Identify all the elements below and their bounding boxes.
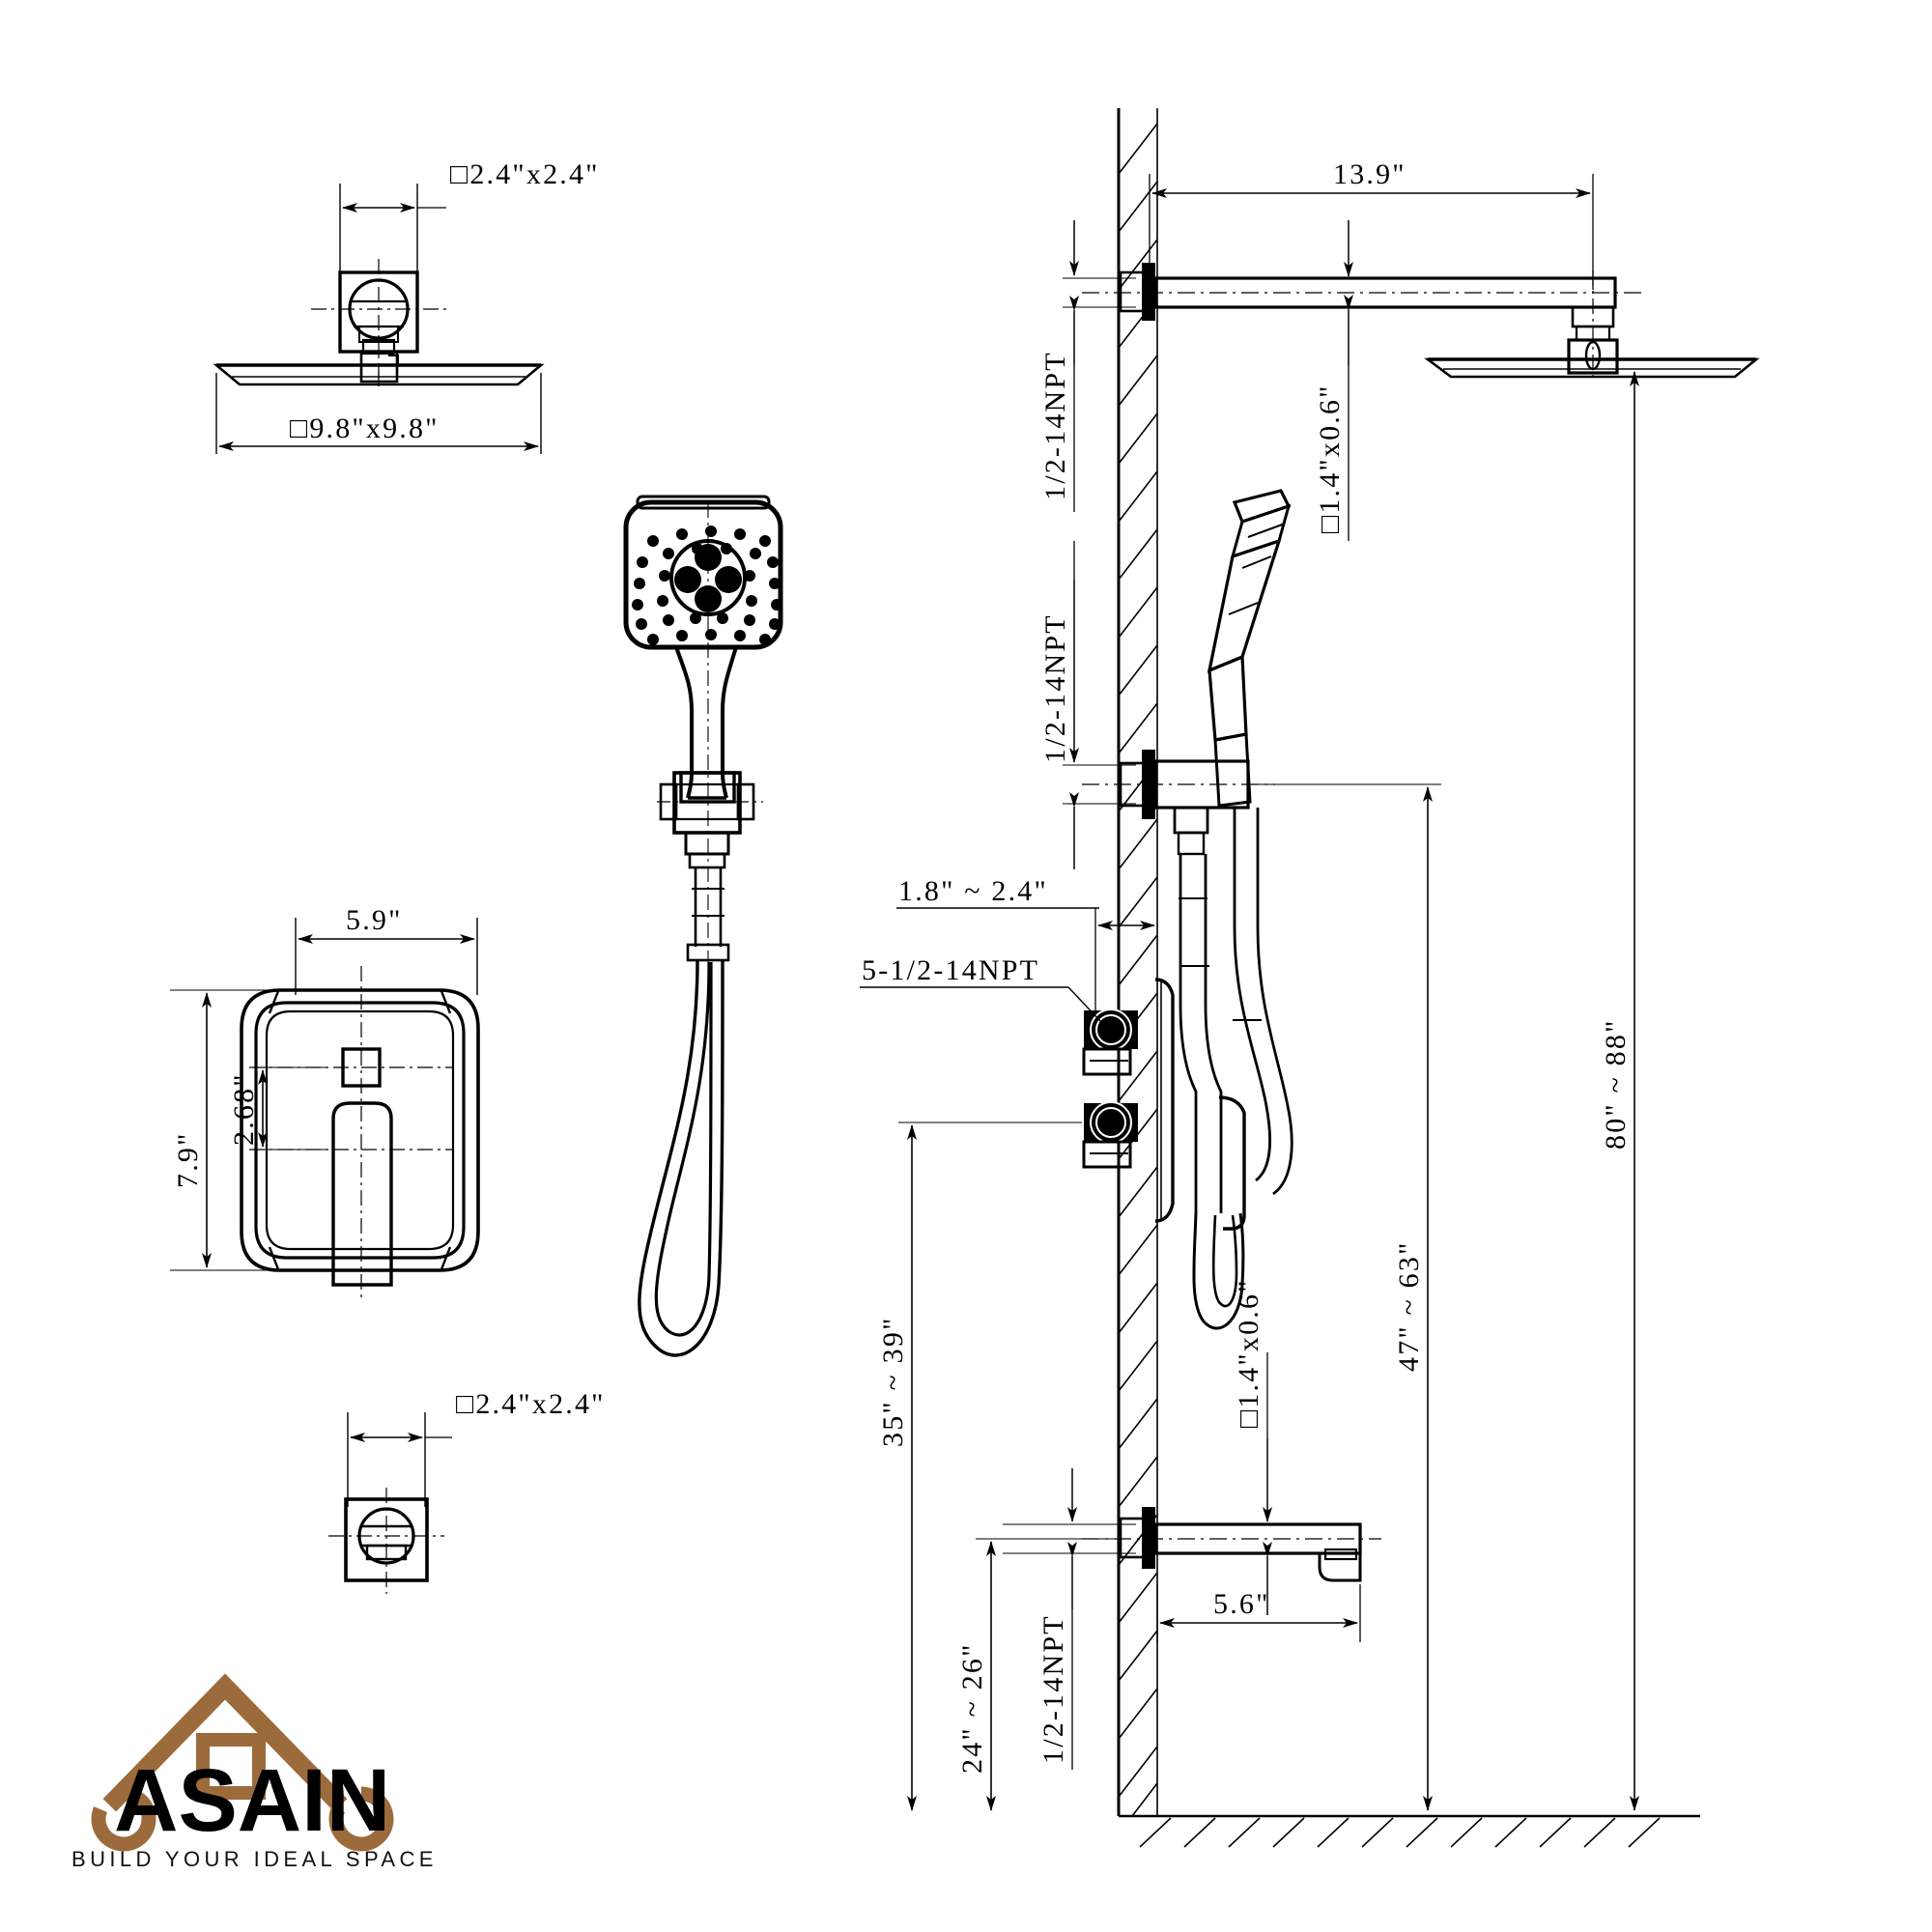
dim-label-valve-height: 35" ~ 39" bbox=[877, 1316, 909, 1447]
dim-label-trim-height: 7.9" bbox=[172, 1131, 204, 1188]
dim-label-valve-thread: 5-1/2-14NPT bbox=[862, 954, 1039, 986]
dim-arm-flange-square: □1.4"x0.6" bbox=[1314, 220, 1353, 541]
dim-label-head-mount-square: □2.4"x2.4" bbox=[450, 158, 600, 190]
dim-label-arm-projection: 13.9" bbox=[1333, 158, 1406, 190]
dim-label-slide-bar-height: 47" ~ 63" bbox=[1393, 1240, 1425, 1372]
dim-label-spout-height: 24" ~ 26" bbox=[956, 1642, 988, 1774]
hand-shower-nozzle-dots bbox=[632, 526, 782, 645]
dim-label-arm-flange-square: □1.4"x0.6" bbox=[1314, 384, 1346, 533]
dim-label-spout-thread: 1/2-14NPT bbox=[1037, 1614, 1069, 1764]
rain-head-face-plate bbox=[213, 363, 545, 386]
hand-shower-holder-bracket bbox=[1082, 750, 1293, 1213]
view-hand-shower bbox=[623, 495, 783, 1357]
valve-body-side bbox=[1082, 978, 1246, 1330]
floor-line bbox=[1119, 1814, 1700, 1848]
view-tub-spout-front: □2.4"x2.4" bbox=[328, 1388, 606, 1594]
dim-spout-flange-square: □1.4"x0.6" bbox=[1233, 1278, 1272, 1615]
dim-spout-mount-square: □2.4"x2.4" bbox=[347, 1388, 606, 1507]
hand-shower-face bbox=[623, 495, 783, 650]
dim-valve-thread: 5-1/2-14NPT bbox=[860, 954, 1102, 1023]
tub-spout-escutcheon bbox=[328, 1488, 444, 1594]
tub-spout-side bbox=[1082, 1507, 1381, 1582]
dim-trim-height: 7.9" bbox=[170, 989, 386, 1271]
shower-arm-assembly bbox=[1082, 263, 1642, 321]
dim-spout-projection: 5.6" bbox=[1156, 1584, 1361, 1642]
dim-label-rain-head-height: 80" ~ 88" bbox=[1600, 1018, 1632, 1150]
dim-label-trim-width: 5.9" bbox=[346, 904, 403, 936]
dim-label-arm-inlet-thread: 1/2-14NPT bbox=[1039, 351, 1071, 500]
hand-shower-hose bbox=[638, 502, 730, 1357]
dim-label-spout-projection: 5.6" bbox=[1213, 1588, 1270, 1620]
hand-shower-side bbox=[1207, 489, 1292, 808]
dim-spout-height: 24" ~ 26" bbox=[956, 1538, 1119, 1811]
dim-label-valve-depth: 1.8" ~ 2.4" bbox=[898, 875, 1048, 907]
logo-c-right-icon bbox=[328, 1786, 394, 1852]
valve-trim-plate bbox=[240, 966, 480, 1299]
dim-head-face-square: □9.8"x9.8" bbox=[215, 373, 542, 454]
dim-valve-depth: 1.8" ~ 2.4" bbox=[896, 875, 1155, 1014]
dim-label-head-face-square: □9.8"x9.8" bbox=[290, 412, 440, 444]
dim-rain-head-height: 80" ~ 88" bbox=[1600, 368, 1648, 1811]
view-rain-head-front: □2.4"x2.4" □9 bbox=[213, 158, 600, 454]
brand-logo: ASAIN BUILD YOUR IDEAL SPACE bbox=[71, 1673, 438, 1871]
dim-label-trim-center-offset: 2.68" bbox=[228, 1072, 260, 1146]
logo-square-icon bbox=[196, 1733, 266, 1800]
dim-arm-inlet-thread: 1/2-14NPT bbox=[1039, 220, 1136, 512]
dim-spout-thread: 1/2-14NPT bbox=[1003, 1468, 1136, 1770]
view-valve-trim: 5.9" 7.9" bbox=[170, 904, 480, 1299]
dim-arm-projection: 13.9" bbox=[1149, 158, 1594, 290]
dim-hand-shower-inlet-thread: 1/2-14NPT bbox=[1039, 541, 1136, 869]
logo-roof-icon bbox=[102, 1673, 348, 1812]
logo-tagline: BUILD YOUR IDEAL SPACE bbox=[71, 1847, 438, 1871]
view-wall-elevation: 13.9" 1/2-14NPT □1.4"x0.6" bbox=[860, 108, 1760, 1848]
dim-trim-width: 5.9" bbox=[295, 904, 478, 995]
logo-wordmark: ASAIN bbox=[114, 1751, 390, 1850]
dim-slide-bar-height: 47" ~ 63" bbox=[1256, 783, 1441, 1811]
hand-shower-connector bbox=[657, 771, 763, 869]
dim-label-spout-mount-square: □2.4"x2.4" bbox=[456, 1388, 606, 1420]
dim-valve-height: 35" ~ 39" bbox=[877, 1122, 1082, 1811]
logo-c-left-icon bbox=[91, 1786, 156, 1852]
rain-head-side bbox=[1424, 270, 1760, 383]
dim-trim-center-offset: 2.68" bbox=[228, 1066, 328, 1151]
dim-head-mount-square: □2.4"x2.4" bbox=[339, 158, 600, 280]
dim-label-hand-shower-inlet-thread: 1/2-14NPT bbox=[1039, 613, 1071, 763]
dim-label-spout-flange-square: □1.4"x0.6" bbox=[1233, 1278, 1264, 1428]
